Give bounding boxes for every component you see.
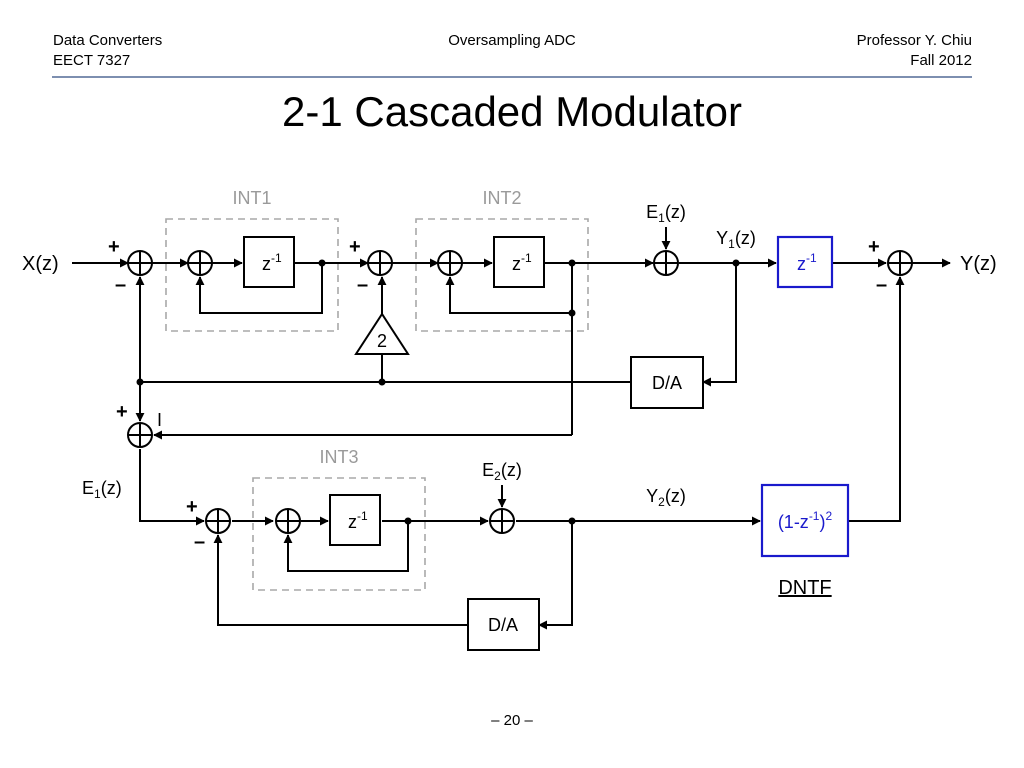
dntf-label: DNTF — [778, 577, 831, 599]
int1-frame — [165, 218, 339, 332]
sign-minus: – — [876, 274, 887, 296]
sign-plus: + — [116, 401, 128, 423]
sign-plus: + — [349, 236, 361, 258]
summer-int2 — [437, 250, 463, 276]
e1-label-bottom: E1(z) — [82, 478, 122, 501]
sign-minus: – — [357, 274, 368, 296]
delay-block-int2 — [493, 236, 545, 288]
summer-int1 — [187, 250, 213, 276]
slide-title: 2-1 Cascaded Modulator — [282, 88, 742, 135]
term: Fall 2012 — [910, 52, 972, 69]
gain-label: 2 — [377, 331, 387, 351]
delay-label-int1: z-1 — [262, 251, 282, 274]
int2-label: INT2 — [482, 188, 521, 208]
e1-label-top: E1(z) — [646, 202, 686, 225]
summer-2 — [367, 250, 393, 276]
e2-label: E2(z) — [482, 460, 522, 483]
header-center: Oversampling ADC — [0, 31, 1024, 51]
dac-block-1 — [630, 356, 704, 409]
summer-quantizer-1 — [653, 250, 679, 276]
sign-minus: – — [194, 531, 205, 553]
summer-output — [887, 250, 913, 276]
dac-label-1: D/A — [652, 373, 682, 393]
summer-quantizer-2 — [489, 508, 515, 534]
int2-frame — [415, 218, 589, 332]
sign-i-mark: I — [157, 410, 162, 430]
delay-label-int2: z-1 — [512, 251, 532, 274]
int3-frame — [252, 477, 426, 591]
int3-label: INT3 — [319, 447, 358, 467]
sign-plus: + — [108, 236, 120, 258]
delay-block-int1 — [243, 236, 295, 288]
y1-label: Y1(z) — [716, 228, 756, 251]
course-code: EECT 7327 — [53, 52, 131, 69]
delay-block-int3 — [329, 494, 381, 546]
course-name: Data Converters — [53, 32, 163, 49]
instructor: Professor Y. Chiu — [856, 32, 972, 49]
dac-block-2 — [467, 598, 540, 651]
sign-plus: + — [186, 496, 198, 518]
sign-plus: + — [868, 236, 880, 258]
int1-label: INT1 — [232, 188, 271, 208]
header-divider — [52, 76, 972, 78]
summer-error — [127, 422, 153, 448]
gain-triangle — [354, 312, 410, 355]
delay-label-output: z-1 — [797, 251, 817, 274]
summer-1 — [127, 250, 153, 276]
delay-block-output — [776, 235, 834, 289]
input-signal-label: X(z) — [22, 253, 59, 275]
summer-3 — [205, 508, 231, 534]
delay-label-int3: z-1 — [348, 509, 368, 532]
dac-label-2: D/A — [488, 615, 518, 635]
header-left: Data Converters EECT 7327 — [53, 31, 162, 71]
dntf-expression: (1-z-1)2 — [778, 509, 833, 532]
y2-label: Y2(z) — [646, 486, 686, 509]
page-number: – 20 – — [491, 712, 533, 729]
dntf-block — [760, 483, 850, 558]
topic: Oversampling ADC — [448, 32, 576, 49]
header-right: Professor Y. Chiu Fall 2012 — [857, 31, 972, 71]
output-signal-label: Y(z) — [960, 253, 997, 275]
sign-minus: – — [115, 274, 126, 296]
summer-int3 — [275, 508, 301, 534]
